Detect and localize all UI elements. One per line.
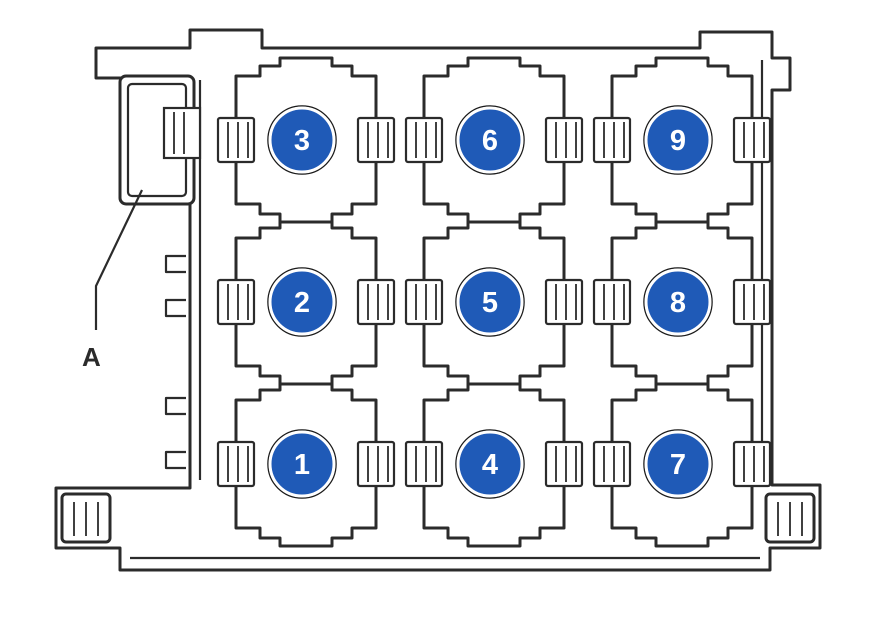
fuse-badge-circle	[456, 268, 524, 336]
fuse-cells	[234, 56, 754, 548]
fuse-clip-left-7	[592, 440, 632, 488]
left-latch-tabs	[164, 254, 186, 470]
fuse-badge-ring	[267, 267, 337, 337]
fuse-clip-left-5	[404, 278, 444, 326]
fuse-badge-6[interactable]: 6	[455, 105, 525, 175]
fuse-clip-right-1	[356, 440, 396, 488]
fuse-clip-left-3	[216, 116, 256, 164]
fuse-number-label: 1	[294, 449, 310, 481]
fuse-badge-circle	[456, 430, 524, 498]
fuse-clip-right-3	[356, 116, 396, 164]
right-mounting-tab	[764, 492, 816, 544]
fuse-badge-9[interactable]: 9	[643, 105, 713, 175]
fuse-badge-ring	[455, 105, 525, 175]
fuse-badge-1[interactable]: 1	[267, 429, 337, 499]
fuse-badge-ring	[455, 429, 525, 499]
fuse-clip-left-4	[404, 440, 444, 488]
fuse-badge-ring	[267, 429, 337, 499]
fuse-number-label: 7	[670, 449, 686, 481]
fuse-clip-left-8	[592, 278, 632, 326]
fuse-clip-right-5	[544, 278, 584, 326]
fuse-badge-ring	[643, 105, 713, 175]
fuse-clip-right-8	[732, 278, 772, 326]
fuse-badge-5[interactable]: 5	[455, 267, 525, 337]
fuse-badge-ring	[643, 429, 713, 499]
callout-leader-line	[94, 189, 143, 330]
fuse-badge-4[interactable]: 4	[455, 429, 525, 499]
fuse-number-label: 9	[670, 125, 686, 157]
fuse-badge-circle	[644, 106, 712, 174]
fuse-number-label: 4	[482, 449, 498, 481]
fuse-clip-right-9	[732, 116, 772, 164]
fuse-badge-circle	[456, 106, 524, 174]
fuse-clip-left-9	[592, 116, 632, 164]
fuse-clip-right-6	[544, 116, 584, 164]
callout-label-a: A	[82, 342, 101, 372]
fuse-number-label: 2	[294, 287, 310, 319]
fuse-badge-circle	[268, 430, 336, 498]
fuse-number-label: 3	[294, 125, 310, 157]
fuse-clip-left-2	[216, 278, 256, 326]
fuse-badge-circle	[644, 430, 712, 498]
fuse-clip-right-4	[544, 440, 584, 488]
fuse-clip-right-7	[732, 440, 772, 488]
fuse-badge-circle	[268, 106, 336, 174]
left-mounting-tab	[60, 492, 112, 544]
fuse-clip-right-2	[356, 278, 396, 326]
fuse-number-label: 5	[482, 287, 498, 319]
fuse-badge-circle	[644, 268, 712, 336]
fuse-badge-3[interactable]: 3	[267, 105, 337, 175]
fuse-number-badges: 1 2 3 4 5 6 7 8 9	[267, 105, 713, 499]
fuse-badge-2[interactable]: 2	[267, 267, 337, 337]
fuse-clip-left-1	[216, 440, 256, 488]
fuse-clip-left-6	[404, 116, 444, 164]
fuse-clips	[216, 116, 772, 488]
fuse-badge-ring	[455, 267, 525, 337]
side-module-a	[118, 74, 202, 206]
fuse-number-label: 8	[670, 287, 686, 319]
fuse-badge-8[interactable]: 8	[643, 267, 713, 337]
fuse-badge-circle	[268, 268, 336, 336]
fuse-badge-ring	[267, 105, 337, 175]
fuse-badge-ring	[643, 267, 713, 337]
fuse-number-label: 6	[482, 125, 498, 157]
fuse-badge-7[interactable]: 7	[643, 429, 713, 499]
